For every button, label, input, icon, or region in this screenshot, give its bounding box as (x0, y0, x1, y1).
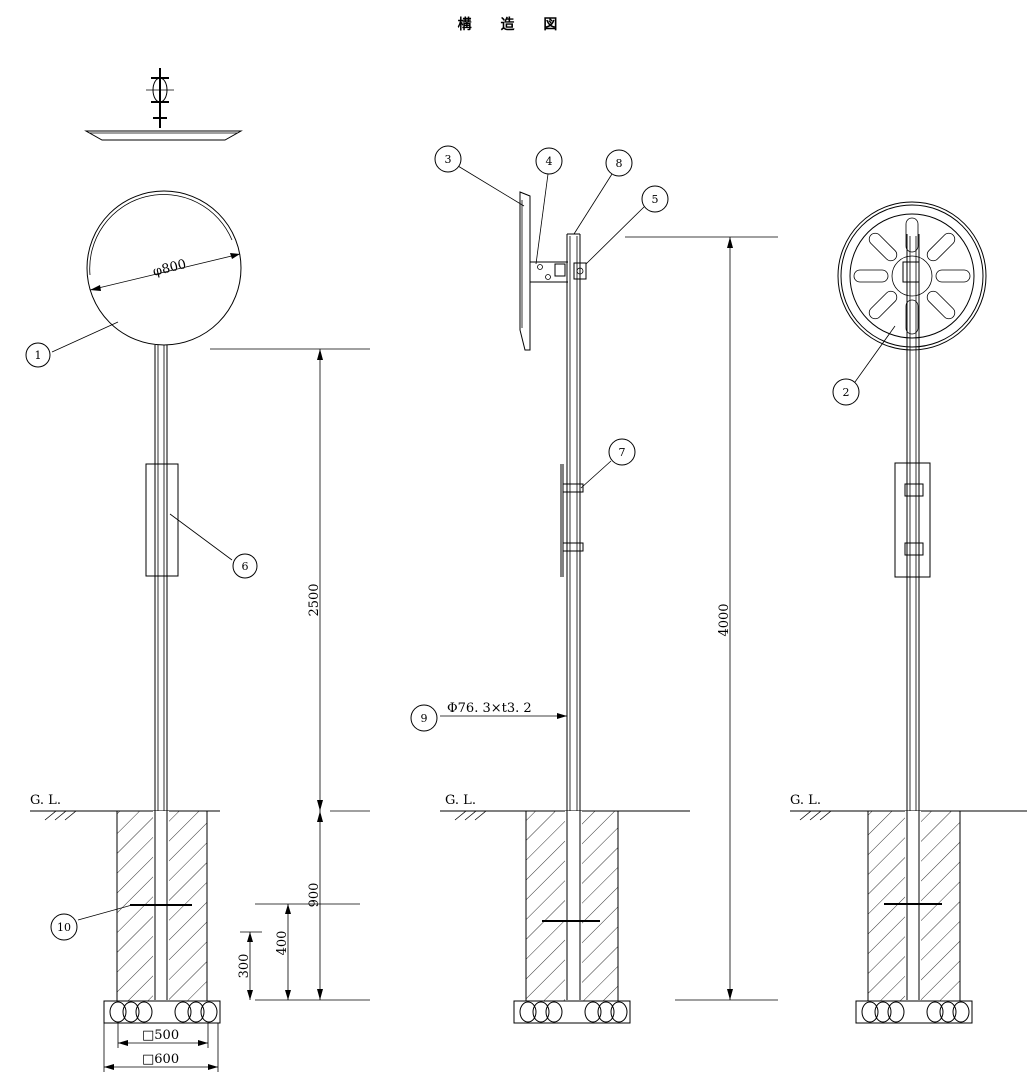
callout-6: 6 (169, 513, 258, 579)
svg-text:10: 10 (57, 921, 71, 934)
svg-text:6: 6 (242, 560, 249, 573)
svg-text:3: 3 (445, 153, 452, 166)
ground-label-side: G. L. (445, 793, 476, 808)
base-600-label: □600 (142, 1052, 179, 1067)
svg-text:2: 2 (843, 386, 850, 399)
ground-label-rear: G. L. (790, 793, 821, 808)
callout-7: 7 (580, 438, 636, 489)
svg-text:5: 5 (652, 193, 659, 206)
depth-400-label: 400 (275, 931, 290, 956)
callout-5: 5 (585, 185, 669, 265)
mirror-front: φ800 (86, 190, 242, 346)
callout-4: 4 (535, 147, 563, 265)
height-4000-label: 4000 (717, 603, 732, 636)
foundation-front: G. L. (30, 793, 221, 1024)
svg-text:1: 1 (35, 349, 42, 362)
svg-text:8: 8 (616, 157, 623, 170)
callout-9: 9 (410, 704, 438, 732)
callout-2: 2 (832, 325, 896, 406)
height-2500-label: 2500 (307, 583, 322, 616)
depth-300-label: 300 (237, 954, 252, 979)
svg-text:7: 7 (619, 446, 626, 459)
mirror-diameter-label: φ800 (151, 257, 188, 280)
top-detail (84, 68, 243, 141)
callout-1: 1 (25, 321, 119, 368)
ground-label-front: G. L. (30, 793, 61, 808)
callout-8: 8 (573, 149, 633, 235)
svg-text:4: 4 (546, 155, 553, 168)
base-500-label: □500 (142, 1028, 179, 1043)
svg-text:9: 9 (421, 712, 428, 725)
side-view: G. L. 4000 Φ76. 3×t3. 2 3 (410, 145, 778, 1024)
pipe-spec-label: Φ76. 3×t3. 2 (447, 701, 532, 716)
depth-900-label: 900 (307, 883, 322, 908)
callout-10: 10 (50, 904, 133, 941)
dimensions-front: 2500 900 400 300 □500 □600 (103, 348, 370, 1072)
rear-view: G. L. 2 (790, 201, 1027, 1024)
callout-3: 3 (434, 145, 525, 207)
front-view: φ800 G. L. (25, 68, 370, 1072)
drawing-title: 構 造 図 (457, 17, 570, 33)
